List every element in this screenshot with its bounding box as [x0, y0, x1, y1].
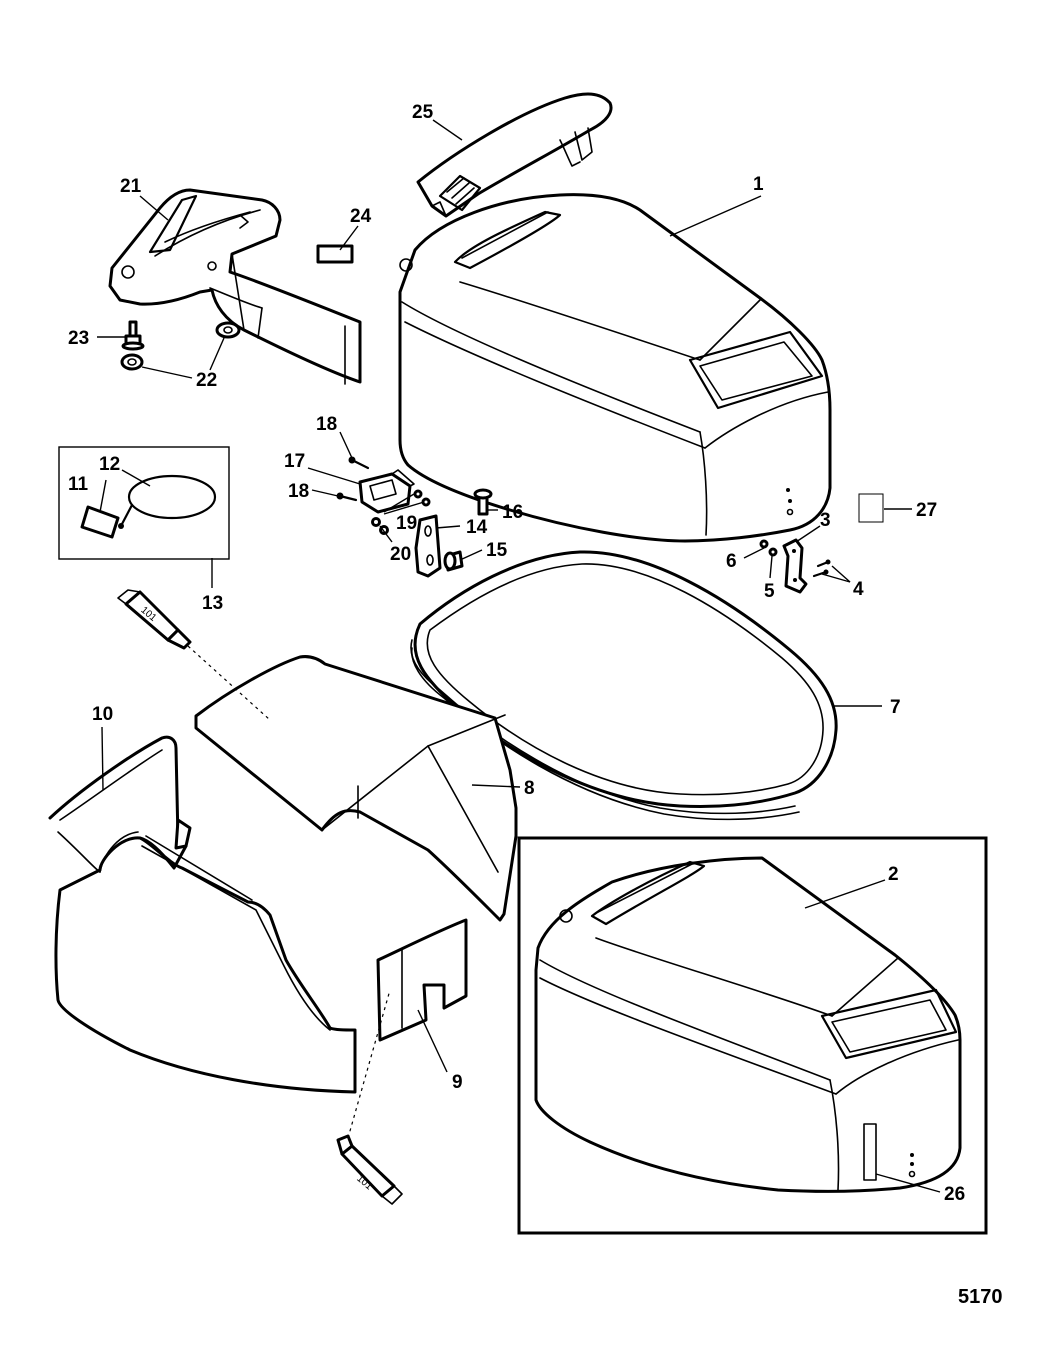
part-2-top-cowl-alt	[534, 856, 962, 1193]
callout-18-b: 18	[288, 481, 309, 502]
part-10-bottom-cowl	[48, 735, 357, 1094]
part-23-screw	[121, 320, 145, 351]
part-18-screw-a	[348, 456, 370, 470]
part-12-clip	[118, 523, 124, 529]
part-4-screws	[812, 559, 831, 578]
part-12-lanyard-cord	[127, 474, 217, 520]
part-13-kit	[58, 446, 230, 560]
part-16-screw	[473, 488, 493, 516]
callout-1: 1	[753, 174, 764, 195]
part-3-latch-bracket	[782, 538, 808, 594]
callout-4: 4	[853, 579, 864, 600]
figure-number: 5170	[958, 1286, 1003, 1308]
leader-lines	[97, 119, 941, 1193]
callout-15: 15	[486, 540, 508, 561]
callout-26: 26	[944, 1184, 965, 1205]
part-22-washer-a-hole	[127, 358, 137, 366]
part-11-clip-key	[80, 505, 120, 539]
part-15-screw	[443, 550, 464, 572]
part-17-latch	[358, 469, 415, 514]
part-6-screw	[759, 539, 769, 549]
callout-27: 27	[916, 500, 937, 521]
callout-9: 9	[452, 1072, 463, 1093]
callout-7: 7	[890, 697, 901, 718]
callout-3: 3	[820, 510, 831, 531]
part-9-foam-pad	[376, 918, 468, 1042]
callout-19: 19	[396, 513, 417, 534]
callout-24: 24	[350, 206, 372, 227]
callout-labels: 1 2 3 4 5 6 7 8 9 10 11 12 13 14 15 16 1…	[68, 102, 965, 1205]
adhesive-dash-bottom	[347, 989, 391, 1139]
part-22-washer-b	[215, 321, 241, 339]
callout-20: 20	[390, 544, 411, 565]
callout-12: 12	[99, 454, 120, 475]
callout-11: 11	[68, 474, 89, 495]
part-25-handle	[416, 92, 613, 218]
part-19-nut-a	[413, 489, 423, 499]
callout-10: 10	[92, 704, 113, 725]
callout-17: 17	[284, 451, 305, 472]
part-18-screw-b	[336, 492, 358, 502]
part-24-decal	[316, 244, 354, 264]
part-13-kit-box	[58, 446, 230, 560]
adhesive-dash-top	[187, 645, 271, 721]
adhesive-tube-top: 101	[117, 589, 192, 650]
part-5-nut	[768, 547, 778, 557]
callout-8: 8	[524, 778, 535, 799]
part-22-washer-a	[120, 353, 144, 371]
callout-13: 13	[202, 593, 223, 614]
part-1-top-cowl	[398, 193, 832, 543]
part-21-air-intake	[108, 188, 362, 385]
part-14-bracket	[414, 514, 442, 578]
part-20-washer-a	[371, 517, 381, 527]
part-27-decal	[858, 493, 884, 523]
callout-23: 23	[68, 328, 89, 349]
callout-6: 6	[726, 551, 737, 572]
part-22-washer-b-hole	[223, 326, 233, 334]
callout-14: 14	[466, 517, 488, 538]
callout-16: 16	[502, 502, 523, 523]
callout-21: 21	[120, 176, 142, 197]
part-12-lanyard-tail	[120, 503, 134, 526]
callout-5: 5	[764, 581, 775, 602]
callout-22: 22	[196, 370, 217, 391]
callout-2: 2	[888, 864, 899, 885]
part-8-foam-pad	[194, 655, 518, 922]
callout-25: 25	[412, 102, 434, 123]
callout-18-a: 18	[316, 414, 337, 435]
inset-frame	[517, 836, 988, 1235]
adhesive-tube-bottom: 101	[336, 1134, 403, 1205]
